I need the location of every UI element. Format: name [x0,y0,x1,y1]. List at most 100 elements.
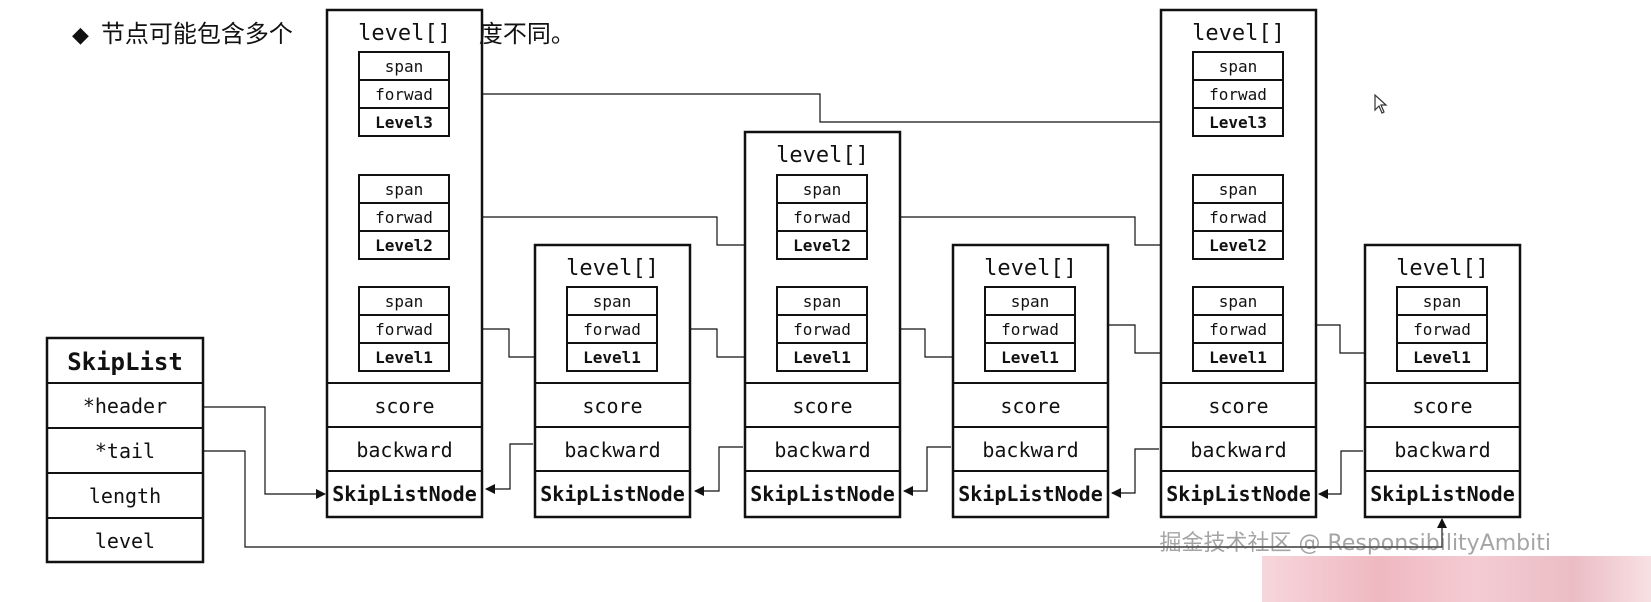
backward-link-1 [485,443,533,494]
forward-link-level2-a [449,216,774,250]
score-field: score [582,394,642,418]
skiplist-node-6: level[]spanforwadLevel1scorebackwardSkip… [1363,243,1522,519]
node-name: SkipListNode [958,482,1103,506]
skiplist-field: *tail [95,439,155,463]
forward-label: forwad [375,208,433,227]
span-cell [1192,174,1284,204]
span-label: span [803,292,842,311]
level-name: Level1 [375,348,433,367]
span-label: span [1219,292,1258,311]
skiplist-struct: SkipList *header *tail length level [45,336,205,564]
forward-label: forwad [1209,85,1267,104]
skiplist-title: SkipList [67,348,183,376]
skiplist-frame [45,336,205,564]
span-label: span [593,292,632,311]
skiplist-node-1: level[]spanforwadLevel3spanforwadLevel2s… [325,8,484,519]
forward-cell [1192,202,1284,232]
forward-link-level3 [449,93,1191,127]
diamond-bullet-icon: ◆ [72,23,89,48]
level-label-cell [984,342,1076,372]
skiplist-field: level [95,529,155,553]
backward-field: backward [564,438,660,462]
level-array-header: level[] [1192,21,1285,46]
forward-label: forwad [583,320,641,339]
backward-link-4 [1111,448,1159,498]
score-field: score [374,394,434,418]
level-label-cell [1192,342,1284,372]
heading-text-left: 节点可能包含多个 [100,20,293,48]
level-name: Level2 [375,236,433,255]
node-name: SkipListNode [1370,482,1515,506]
level-name: Level1 [583,348,641,367]
level-label-cell [566,342,658,372]
level-label-cell [358,107,450,137]
level-array-header: level[] [358,21,451,46]
level-name: Level2 [1209,236,1267,255]
forward-label: forwad [1209,208,1267,227]
skiplist-node-5: level[]spanforwadLevel3spanforwadLevel2s… [1159,8,1318,519]
level-label-cell [1192,107,1284,137]
backward-field: backward [356,438,452,462]
span-cell [1192,51,1284,81]
backward-field: backward [982,438,1078,462]
forward-cell [566,314,658,344]
span-label: span [1423,292,1462,311]
level-label-cell [1396,342,1488,372]
level-array-header: level[] [566,256,659,281]
span-cell [984,286,1076,316]
level-name: Level1 [793,348,851,367]
skiplist-node-3: level[]spanforwadLevel2spanforwadLevel1s… [743,130,902,519]
span-cell [566,286,658,316]
level-label-cell [358,230,450,260]
mouse-cursor-icon [1374,94,1388,114]
forward-label: forwad [1413,320,1471,339]
level-name: Level1 [1413,348,1471,367]
level-label-cell [776,342,868,372]
header-pointer [204,406,326,499]
forward-cell [358,202,450,232]
span-cell [358,286,450,316]
forward-link-level2-b [865,216,1191,250]
backward-field: backward [1190,438,1286,462]
backward-link-2 [694,446,743,496]
backward-field: backward [774,438,870,462]
skiplist-field: *header [83,394,167,418]
skiplist-field: length [89,484,161,508]
node-name: SkipListNode [540,482,685,506]
backward-link-5 [1318,450,1363,499]
span-label: span [803,180,842,199]
forward-label: forwad [375,320,433,339]
node-frame [1363,243,1522,519]
level-array-header: level[] [984,256,1077,281]
node-name: SkipListNode [1166,482,1311,506]
span-cell [358,174,450,204]
heading-text-right: 度不同。 [478,20,575,48]
span-label: span [1011,292,1050,311]
span-label: span [1219,57,1258,76]
score-field: score [1000,394,1060,418]
forward-cell [776,314,868,344]
level-name: Level3 [1209,113,1267,132]
forward-label: forwad [1001,320,1059,339]
forward-label: forwad [375,85,433,104]
score-field: score [792,394,852,418]
forward-cell [358,314,450,344]
span-label: span [385,292,424,311]
skiplist-node-4: level[]spanforwadLevel1scorebackwardSkip… [951,243,1110,519]
span-label: span [385,180,424,199]
span-cell [1192,286,1284,316]
level-label-cell [1192,230,1284,260]
forward-cell [984,314,1076,344]
node-boxes: level[]spanforwadLevel3spanforwadLevel2s… [45,8,1522,564]
